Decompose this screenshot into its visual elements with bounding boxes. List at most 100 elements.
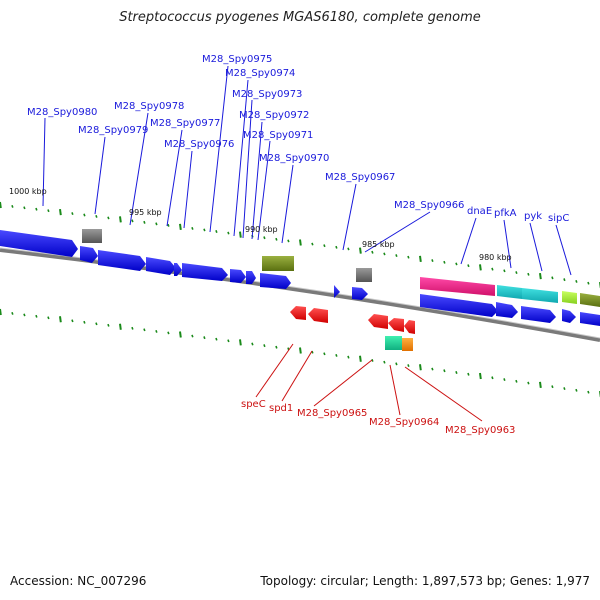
gene-label-pfka[interactable]: pfkA — [494, 208, 517, 219]
forward-strand-genes — [0, 229, 600, 326]
gene-label-m28-spy0964[interactable]: M28_Spy0964 — [369, 417, 439, 428]
gene-label-spec[interactable]: speC — [241, 399, 266, 410]
gene-arrow[interactable] — [496, 302, 518, 318]
gene-arrow[interactable] — [260, 273, 291, 289]
gene-feature[interactable] — [262, 256, 294, 271]
gene-label-m28-spy0974[interactable]: M28_Spy0974 — [225, 68, 295, 79]
leader-line — [281, 164, 294, 244]
scale-tick — [467, 372, 470, 376]
leader-line — [389, 364, 401, 416]
scale-tick — [563, 387, 566, 390]
scale-tick — [35, 207, 38, 211]
scale-tick — [335, 354, 338, 357]
scale-tick — [407, 364, 410, 368]
gene-feature[interactable] — [356, 268, 372, 282]
gene-label-m28-spy0970[interactable]: M28_Spy0970 — [259, 153, 329, 164]
gene-label-dnae[interactable]: dnaE — [467, 206, 492, 217]
gene-label-m28-spy0972[interactable]: M28_Spy0972 — [239, 110, 309, 121]
gene-feature[interactable] — [580, 293, 600, 307]
scale-tick — [203, 228, 206, 232]
scale-tick — [383, 360, 386, 364]
gene-label-m28-spy0973[interactable]: M28_Spy0973 — [232, 89, 302, 100]
gene-label-m28-spy0965[interactable]: M28_Spy0965 — [297, 408, 367, 419]
scale-tick — [35, 314, 38, 318]
gene-arrow[interactable] — [368, 314, 388, 329]
leader-line — [242, 99, 253, 239]
gene-label-m28-spy0963[interactable]: M28_Spy0963 — [445, 425, 515, 436]
scale-tick — [95, 215, 98, 218]
scale-tick — [431, 259, 434, 263]
gene-arrow[interactable] — [98, 250, 146, 271]
scale-tick — [395, 362, 398, 366]
scale-tick — [551, 385, 554, 389]
scale-tick — [359, 355, 362, 362]
scale-tick — [107, 323, 110, 327]
gene-feature[interactable] — [82, 229, 102, 243]
scale-label: 985 kbp — [362, 240, 395, 249]
leader-line — [281, 350, 313, 402]
gene-arrow[interactable] — [521, 306, 556, 323]
gene-arrow[interactable] — [388, 318, 404, 332]
scale-tick — [419, 364, 422, 371]
scale-tick — [563, 278, 566, 282]
gene-label-sipc[interactable]: sipC — [548, 213, 569, 224]
scale-tick — [299, 347, 302, 354]
scale-tick — [179, 223, 182, 231]
gene-arrow[interactable] — [420, 294, 498, 317]
scale-tick — [383, 252, 386, 256]
scale-tick — [455, 262, 458, 266]
gene-feature[interactable] — [522, 288, 558, 303]
leader-line — [313, 359, 373, 407]
scale-tick — [107, 216, 110, 220]
gene-arrow[interactable] — [308, 308, 328, 323]
scale-tick — [527, 381, 530, 385]
gene-label-spd1[interactable]: spd1 — [269, 403, 293, 414]
scale-tick — [191, 334, 194, 338]
scale-tick — [131, 219, 134, 223]
gene-arrow[interactable] — [230, 269, 246, 283]
gene-label-m28-spy0975[interactable]: M28_Spy0975 — [202, 54, 272, 65]
scale-tick — [155, 222, 158, 226]
gene-arrow[interactable] — [334, 285, 340, 298]
scale-tick — [359, 247, 362, 254]
gene-arrow[interactable] — [404, 320, 415, 334]
gene-arrow[interactable] — [290, 306, 306, 320]
leader-line — [129, 112, 149, 226]
gene-arrow[interactable] — [352, 287, 368, 300]
gene-label-m28-spy0978[interactable]: M28_Spy0978 — [114, 101, 184, 112]
gene-arrow[interactable] — [80, 246, 98, 263]
gene-arrow[interactable] — [182, 263, 228, 281]
scale-tick — [323, 352, 326, 356]
gene-arrow[interactable] — [580, 312, 600, 326]
gene-feature[interactable] — [402, 338, 413, 351]
scale-tick — [575, 388, 578, 392]
leader-line — [209, 65, 229, 233]
scale-tick — [275, 237, 278, 241]
gene-feature[interactable] — [497, 285, 522, 299]
gene-arrow[interactable] — [246, 271, 256, 284]
gene-feature[interactable] — [385, 336, 402, 350]
scale-tick — [407, 255, 410, 259]
gene-feature[interactable] — [562, 291, 577, 304]
gene-label-m28-spy0979[interactable]: M28_Spy0979 — [78, 125, 148, 136]
leader-line — [460, 217, 477, 265]
gene-arrow[interactable] — [146, 257, 176, 275]
gene-arrow[interactable] — [0, 230, 78, 257]
gene-feature[interactable] — [420, 277, 495, 296]
gene-arrow[interactable] — [174, 263, 182, 276]
gene-label-pyk[interactable]: pyk — [524, 211, 542, 222]
leader-line — [42, 117, 46, 207]
scale-label: 990 kbp — [245, 225, 278, 234]
scale-tick — [587, 390, 590, 394]
gene-label-m28-spy0966[interactable]: M28_Spy0966 — [394, 200, 464, 211]
gene-label-m28-spy0967[interactable]: M28_Spy0967 — [325, 172, 395, 183]
scale-tick — [191, 226, 194, 230]
gene-arrow[interactable] — [562, 309, 576, 323]
leader-line — [364, 211, 431, 253]
gene-label-m28-spy0977[interactable]: M28_Spy0977 — [150, 118, 220, 129]
gene-label-m28-spy0971[interactable]: M28_Spy0971 — [243, 130, 313, 141]
gene-label-m28-spy0980[interactable]: M28_Spy0980 — [27, 107, 97, 118]
scale-tick — [143, 220, 146, 224]
scale-tick — [335, 245, 338, 249]
gene-label-m28-spy0976[interactable]: M28_Spy0976 — [164, 139, 234, 150]
